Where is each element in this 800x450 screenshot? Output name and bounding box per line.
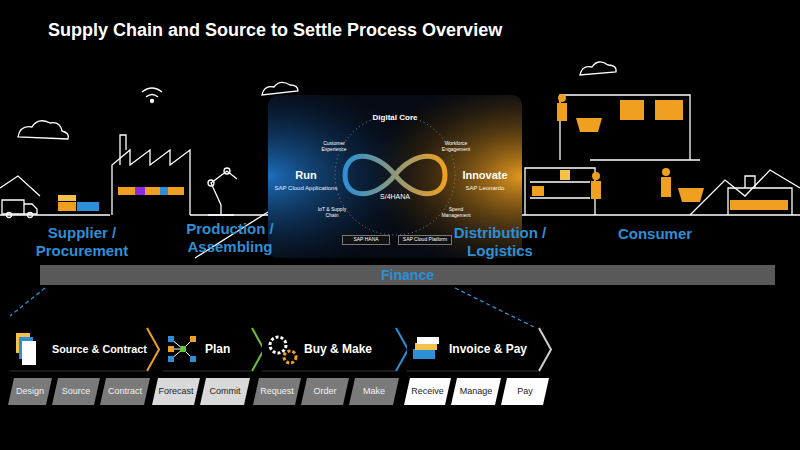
step-box: Order: [301, 378, 349, 405]
node-text: SAP Leonardo: [454, 185, 516, 192]
node-text: Order: [301, 378, 349, 405]
step-box: Commit: [200, 378, 250, 405]
step-box: Make: [349, 378, 399, 405]
step-box: Pay: [501, 378, 549, 405]
node-text: Design: [8, 378, 52, 405]
stage-label: Supplier / Procurement: [22, 224, 142, 260]
node-text: IoT & Supply Chain: [312, 207, 352, 219]
step-box: Design: [8, 378, 52, 405]
node-text: SAP Cloud Applications: [274, 185, 338, 192]
core-panel: RunSAP Cloud Applications Digital CoreCus…: [268, 95, 522, 258]
process-chevron: Buy & Make: [262, 327, 409, 372]
node-text: Source & Contract: [52, 327, 147, 372]
process-chevron: Invoice & Pay: [407, 327, 552, 372]
node-text: Forecast: [152, 378, 200, 405]
stage-label: Production / Assembling: [170, 220, 290, 256]
title: Supply Chain and Source to Settle Proces…: [48, 20, 502, 41]
node-text: Pay: [501, 378, 549, 405]
step-box: Forecast: [152, 378, 200, 405]
process-chevron: Plan: [163, 327, 265, 372]
stage-label: Distribution / Logistics: [440, 224, 560, 260]
node-text: Innovate: [454, 169, 516, 182]
step-box: Source: [52, 378, 100, 405]
node-text: Contract: [100, 378, 150, 405]
node-text: Run: [274, 169, 338, 182]
finance-band: Finance: [40, 265, 775, 285]
node-text: Source: [52, 378, 100, 405]
node-text: Plan: [205, 327, 230, 372]
node-text: S/4HANA: [365, 193, 425, 201]
node-text: Spend Management: [436, 207, 476, 219]
node-text: Receive: [404, 378, 451, 405]
node-text: Make: [349, 378, 399, 405]
node-text: Request: [253, 378, 301, 405]
process-chevron: Source & Contract: [10, 327, 160, 372]
node-text: SAP HANA: [342, 235, 390, 245]
node-text: Digital Core: [360, 113, 430, 122]
node-text: Invoice & Pay: [449, 327, 527, 372]
node-text: Buy & Make: [304, 327, 372, 372]
node-text: Workforce Engagement: [436, 141, 476, 153]
step-box: Manage: [451, 378, 501, 405]
step-box: Contract: [100, 378, 150, 405]
step-box: Request: [253, 378, 301, 405]
step-box: Receive: [404, 378, 451, 405]
stage-label: Consumer: [605, 225, 705, 243]
node-text: SAP Cloud Platform: [398, 235, 452, 245]
node-text: Customer Experience: [314, 141, 354, 153]
node-text: Commit: [200, 378, 250, 405]
node-text: Finance: [40, 265, 775, 285]
node-text: Manage: [451, 378, 501, 405]
